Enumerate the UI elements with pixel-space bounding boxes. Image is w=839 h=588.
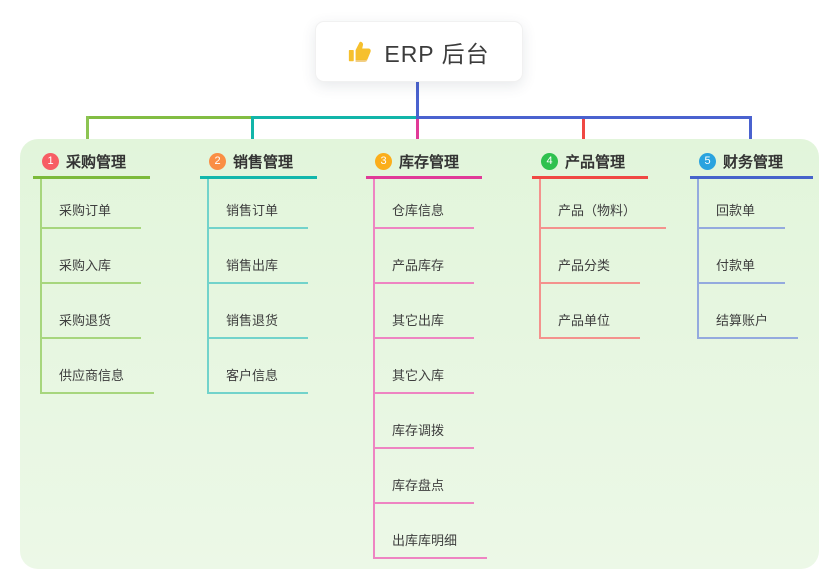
branch-finance-children: 回款单 付款单 结算账户 (697, 179, 799, 339)
connector-drop-product (582, 119, 585, 150)
node-other-outbound[interactable]: 其它出库 (375, 284, 475, 339)
node-product-unit[interactable]: 产品单位 (541, 284, 641, 339)
branch-label: 财务管理 (723, 153, 784, 171)
node-purchase-order[interactable]: 采购订单 (42, 179, 142, 229)
branch-sales: 2 销售管理 销售订单 销售出库 销售退货 客户信息 (200, 146, 317, 394)
branch-product-children: 产品（物料） 产品分类 产品单位 (539, 179, 667, 339)
branch-finance-header[interactable]: 5 财务管理 (690, 146, 813, 179)
node-other-inbound[interactable]: 其它入库 (375, 339, 475, 394)
branch-label: 销售管理 (233, 153, 294, 171)
branch-number-badge: 1 (42, 152, 59, 170)
node-customer-info[interactable]: 客户信息 (209, 339, 309, 394)
branch-inventory-header[interactable]: 3 库存管理 (366, 146, 482, 179)
branch-purchase: 1 采购管理 采购订单 采购入库 采购退货 供应商信息 (33, 146, 155, 394)
node-in-out-detail[interactable]: 出库库明细 (375, 504, 488, 559)
node-purchase-inbound[interactable]: 采购入库 (42, 229, 142, 284)
branch-product: 4 产品管理 产品（物料） 产品分类 产品单位 (532, 146, 667, 339)
node-receipt-order[interactable]: 回款单 (699, 179, 786, 229)
branch-sales-header[interactable]: 2 销售管理 (200, 146, 317, 179)
root-node[interactable]: ERP 后台 (315, 21, 523, 82)
node-purchase-return[interactable]: 采购退货 (42, 284, 142, 339)
root-node-label: ERP 后台 (384, 40, 490, 67)
connector-bus-blue (416, 116, 752, 119)
branch-number-badge: 3 (375, 152, 392, 170)
branch-label: 产品管理 (565, 153, 626, 171)
connector-drop-finance (749, 116, 752, 150)
connector-drop-sales (251, 116, 254, 150)
node-sales-order[interactable]: 销售订单 (209, 179, 309, 229)
branch-product-header[interactable]: 4 产品管理 (532, 146, 648, 179)
node-sales-outbound[interactable]: 销售出库 (209, 229, 309, 284)
branch-label: 采购管理 (66, 153, 127, 171)
node-payment-order[interactable]: 付款单 (699, 229, 786, 284)
branch-sales-children: 销售订单 销售出库 销售退货 客户信息 (207, 179, 309, 394)
branch-number-badge: 2 (209, 152, 226, 170)
branch-number-badge: 5 (699, 152, 716, 170)
connector-root (416, 82, 419, 118)
connector-bus-green (86, 116, 253, 119)
branch-purchase-children: 采购订单 采购入库 采购退货 供应商信息 (40, 179, 155, 394)
node-warehouse-info[interactable]: 仓库信息 (375, 179, 475, 229)
connector-drop-purchase (86, 116, 89, 150)
node-product-material[interactable]: 产品（物料） (541, 179, 667, 229)
node-sales-return[interactable]: 销售退货 (209, 284, 309, 339)
branch-label: 库存管理 (399, 153, 460, 171)
connector-bus-teal (251, 116, 418, 119)
node-stock-count[interactable]: 库存盘点 (375, 449, 475, 504)
node-product-stock[interactable]: 产品库存 (375, 229, 475, 284)
connector-drop-inventory (416, 119, 419, 150)
branches-panel (20, 139, 819, 569)
node-product-category[interactable]: 产品分类 (541, 229, 641, 284)
branch-inventory-children: 仓库信息 产品库存 其它出库 其它入库 库存调拨 库存盘点 出库库明细 (373, 179, 488, 559)
node-settlement-account[interactable]: 结算账户 (699, 284, 799, 339)
thumbs-up-icon (348, 39, 374, 65)
branch-finance: 5 财务管理 回款单 付款单 结算账户 (690, 146, 813, 339)
branch-inventory: 3 库存管理 仓库信息 产品库存 其它出库 其它入库 库存调拨 库存盘点 出库库… (366, 146, 488, 559)
node-stock-transfer[interactable]: 库存调拨 (375, 394, 475, 449)
branch-number-badge: 4 (541, 152, 558, 170)
branch-purchase-header[interactable]: 1 采购管理 (33, 146, 150, 179)
node-supplier-info[interactable]: 供应商信息 (42, 339, 155, 394)
